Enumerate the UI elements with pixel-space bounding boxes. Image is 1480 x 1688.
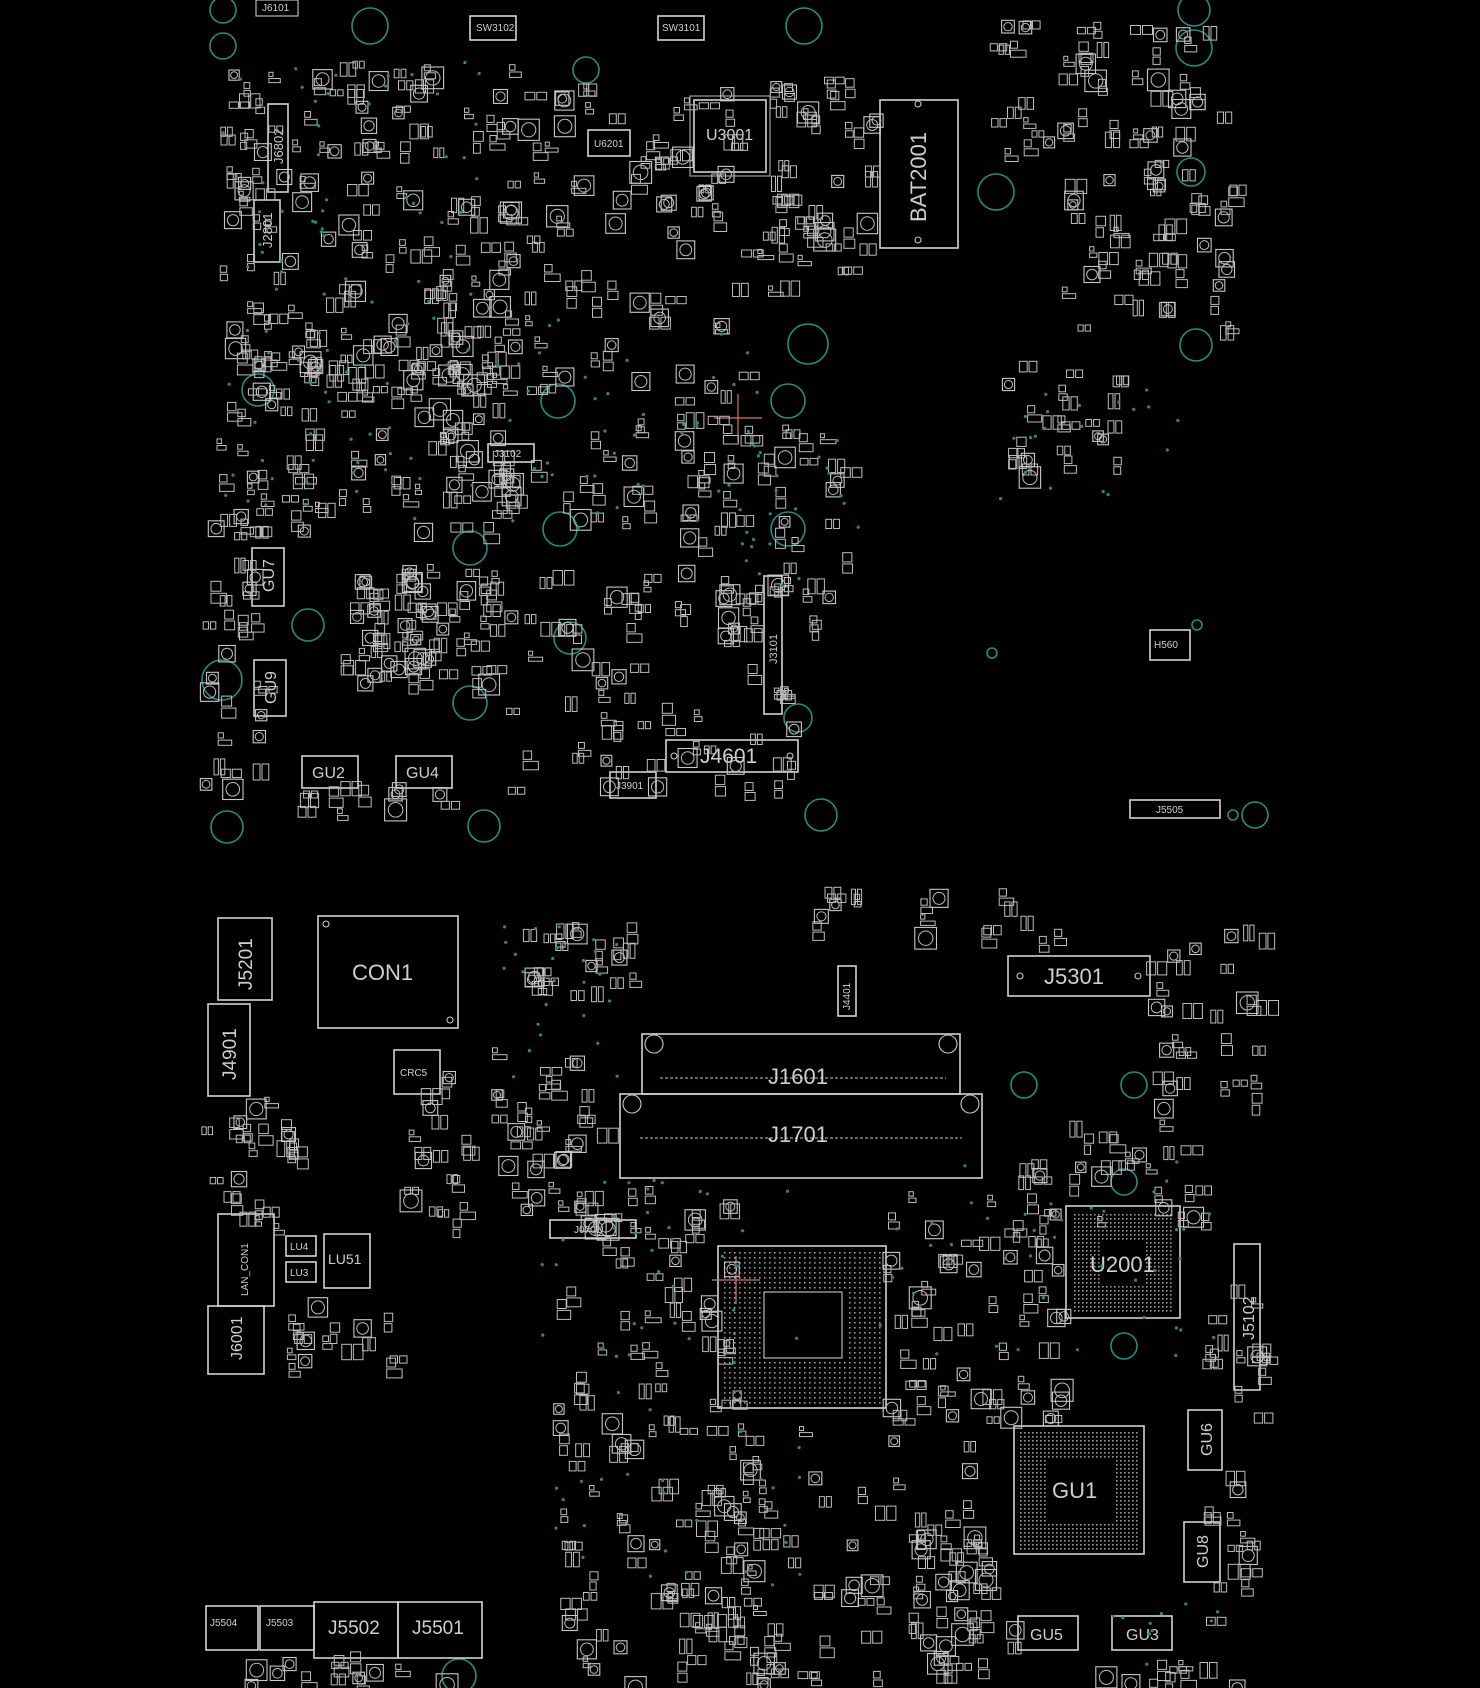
vias — [221, 60, 1220, 1666]
j5504-connector: J5504 — [205, 1605, 259, 1651]
svg-text:BAT2001: BAT2001 — [906, 132, 931, 222]
j5502-connector: J5502 — [313, 1601, 399, 1659]
j6001-connector: J6001 — [207, 1305, 265, 1375]
svg-text:U2001: U2001 — [1090, 1252, 1155, 1277]
lu4-chip: LU4 — [285, 1235, 317, 1257]
cursor-crosshair-bottom — [712, 1256, 760, 1304]
svg-text:LU3: LU3 — [290, 1268, 309, 1279]
gu5-chip: GU5 — [1017, 1615, 1079, 1651]
crc5-component: CRC5 — [393, 1049, 441, 1095]
gu3-chip: GU3 — [1111, 1615, 1173, 1651]
svg-text:J5505: J5505 — [1156, 805, 1184, 816]
gu4-chip: GU4 — [395, 755, 453, 789]
j3901-connector: J3901 — [609, 771, 657, 799]
u2001-chip: U2001 — [1065, 1205, 1181, 1319]
gu8-chip: GU8 — [1183, 1521, 1221, 1583]
svg-text:J5501: J5501 — [412, 1618, 464, 1639]
u2001-ball-grid — [1074, 1214, 1172, 1312]
svg-text:J6802: J6802 — [271, 129, 286, 164]
cpu-bga-socket — [717, 1245, 887, 1409]
svg-text:J5102: J5102 — [1241, 1296, 1258, 1340]
gu1-gpu: GU1 — [1013, 1425, 1145, 1555]
j1601-dimm-slot: J1601 — [641, 1033, 961, 1095]
svg-text:GU1: GU1 — [1052, 1478, 1097, 1503]
svg-text:J2801: J2801 — [260, 213, 275, 248]
svg-text:J5504: J5504 — [210, 1618, 238, 1629]
j6802-connector: J6802 — [267, 103, 289, 193]
h560-pad: H560 — [1149, 629, 1191, 661]
lu3-chip: LU3 — [285, 1261, 317, 1283]
svg-text:J5502: J5502 — [328, 1618, 380, 1639]
svg-text:J4401: J4401 — [842, 982, 853, 1010]
svg-text:LAN_CON1: LAN_CON1 — [240, 1243, 251, 1296]
small-components — [199, 19, 1279, 1688]
svg-text:LU51: LU51 — [328, 1251, 362, 1267]
gu7-chip: GU7 — [251, 547, 285, 607]
gu6-chip: GU6 — [1187, 1409, 1223, 1471]
sw3102-switch: SW3102 — [469, 15, 517, 41]
svg-text:J5201: J5201 — [236, 938, 257, 990]
gu1-ball-grid — [1020, 1432, 1138, 1550]
svg-text:U6201: U6201 — [594, 139, 624, 150]
cpu-ball-grid — [724, 1252, 881, 1404]
j5503-connector: J5503 — [259, 1605, 315, 1651]
cursor-crosshair-top — [714, 394, 762, 442]
gu9-chip: GU9 — [253, 659, 287, 717]
svg-text:SW3101: SW3101 — [662, 23, 701, 34]
sw3101-switch: SW3101 — [657, 15, 705, 41]
svg-text:J6001: J6001 — [229, 1316, 246, 1360]
svg-text:J1701: J1701 — [768, 1122, 828, 1147]
svg-text:GU7: GU7 — [261, 559, 278, 592]
j6101-connector: J6101 — [255, 0, 299, 17]
svg-text:J3901: J3901 — [616, 781, 644, 792]
u3001-chip: U3001 — [689, 95, 771, 177]
svg-text:J4601: J4601 — [700, 745, 757, 768]
gu2-chip: GU2 — [301, 755, 359, 789]
svg-text:J5301: J5301 — [1044, 964, 1104, 989]
svg-text:GU8: GU8 — [1195, 1535, 1212, 1568]
svg-text:GU5: GU5 — [1030, 1627, 1063, 1644]
svg-text:CRC5: CRC5 — [400, 1068, 428, 1079]
j4601-connector: J4601 — [665, 739, 799, 773]
j1701-dimm-slot: J1701 — [619, 1093, 983, 1179]
svg-text:J1601: J1601 — [768, 1064, 828, 1089]
lan-con1-connector: LAN_CON1 — [217, 1213, 275, 1307]
lu51-chip: LU51 — [323, 1233, 371, 1289]
svg-text:U3001: U3001 — [706, 127, 753, 144]
svg-text:J3101: J3101 — [768, 634, 780, 664]
svg-text:SW3102: SW3102 — [476, 23, 515, 34]
j5102-connector: J5102 — [1233, 1243, 1261, 1391]
svg-text:GU9: GU9 — [263, 671, 280, 704]
svg-text:J3102: J3102 — [494, 449, 522, 460]
j3101-connector: J3101 — [763, 575, 783, 715]
bat2001-battery: BAT2001 — [879, 99, 959, 249]
svg-text:GU4: GU4 — [406, 765, 439, 782]
svg-text:CON1: CON1 — [352, 960, 413, 985]
j5301-connector: J5301 — [1007, 955, 1151, 997]
svg-text:GU3: GU3 — [1126, 1627, 1159, 1644]
j5201-connector: J5201 — [217, 917, 273, 1001]
svg-text:J5503: J5503 — [266, 1618, 294, 1629]
svg-text:J4901: J4901 — [220, 1028, 241, 1080]
mounting-holes — [201, 0, 1269, 1688]
j3102-connector: J3102 — [487, 443, 535, 463]
j4401-connector: J4401 — [837, 965, 857, 1017]
j5505-connector: J5505 — [1129, 799, 1221, 819]
svg-text:GU6: GU6 — [1199, 1423, 1216, 1456]
svg-text:LU4: LU4 — [290, 1242, 309, 1253]
j4901-connector: J4901 — [207, 1003, 251, 1097]
j5501-connector: J5501 — [397, 1601, 483, 1659]
u6201-chip: U6201 — [587, 129, 631, 157]
svg-text:J6101: J6101 — [262, 3, 290, 14]
svg-text:GU2: GU2 — [312, 765, 345, 782]
svg-text:H560: H560 — [1154, 640, 1178, 651]
con1-connector: CON1 — [317, 915, 459, 1029]
svg-text:J0701: J0701 — [574, 1225, 602, 1236]
